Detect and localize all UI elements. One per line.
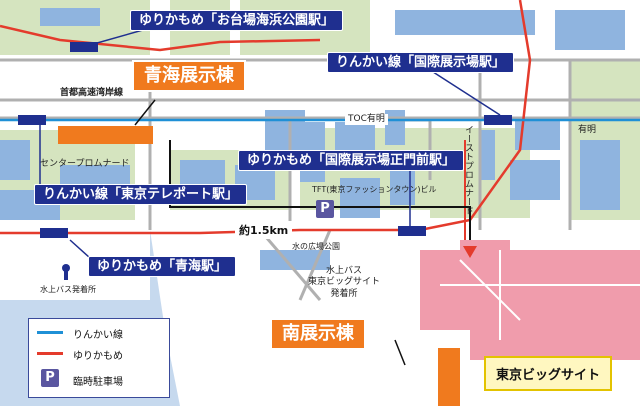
- label-aomi-hall: 青海展示棟: [132, 60, 246, 92]
- yurikamome-line: [0, 0, 532, 250]
- pointer-lines: [39, 27, 501, 259]
- label-yurikamome-seimon: ゆりかもめ「国際展示場正門前駅」: [238, 150, 465, 171]
- label-ariake: 有明: [578, 125, 597, 135]
- building: [260, 250, 330, 270]
- building: [480, 130, 495, 180]
- label-tft: TFT(東京ファッションタウン)ビル: [312, 185, 437, 194]
- station-marker: [398, 226, 426, 236]
- label-suijo-bus-left: 水上バス発着所: [40, 285, 96, 294]
- land-west: [0, 230, 150, 300]
- station-marker: [18, 115, 46, 125]
- legend-parking-icon: P: [41, 369, 59, 387]
- legend: りんかい線 ゆりかもめ P 臨時駐車場: [28, 318, 170, 398]
- big-sight-lines: [440, 250, 640, 340]
- label-suijo-bus-right: 水上バス 東京ビッグサイト 発着所: [308, 266, 381, 299]
- building: [40, 8, 100, 26]
- label-yurikamome-odaiba: ゆりかもめ「お台場海浜公園駅」: [130, 10, 344, 31]
- label-toc: TOC有明: [345, 114, 388, 125]
- label-center-promenade: センタープロムナード: [40, 159, 130, 169]
- pointer-line-south: [394, 339, 406, 366]
- building: [510, 160, 560, 200]
- aomi-hall-block: [58, 126, 153, 144]
- label-rinkai-kokusai: りんかい線「国際展示場駅」: [327, 52, 515, 73]
- pointer-line-hall: [134, 99, 156, 126]
- label-mizuno-hiroba: 水の広場公園: [292, 242, 340, 251]
- legend-rinkai-label: りんかい線: [73, 330, 123, 341]
- marker-arrow: [463, 246, 477, 258]
- building: [580, 140, 620, 210]
- label-rinkai-teleport: りんかい線「東京テレポート駅」: [34, 184, 248, 205]
- legend-rinkai-swatch: [37, 331, 63, 334]
- station-marker: [40, 228, 68, 238]
- pier-marker: [64, 270, 68, 280]
- building: [340, 178, 380, 218]
- label-distance: 約1.5km: [235, 221, 293, 239]
- label-shuto-expressway: 首都高速湾岸線: [60, 88, 124, 98]
- legend-parking-label: 臨時駐車場: [73, 377, 123, 388]
- label-south-hall: 南展示棟: [270, 318, 366, 350]
- station-marker: [70, 42, 98, 52]
- building: [395, 10, 535, 35]
- building: [385, 110, 405, 145]
- label-big-sight: 東京ビッグサイト: [484, 356, 613, 391]
- south-hall-block: [438, 348, 460, 406]
- legend-yurikamome-label: ゆりかもめ: [73, 351, 123, 362]
- building: [0, 140, 30, 180]
- station-marker: [484, 115, 512, 125]
- label-yurikamome-aomi: ゆりかもめ「青海駅」: [88, 256, 237, 277]
- parking-icon: P: [316, 200, 334, 218]
- label-east-promenade: イーストプロムナード: [463, 125, 473, 215]
- legend-yurikamome-swatch: [37, 352, 63, 355]
- building: [555, 10, 625, 50]
- building: [390, 170, 415, 205]
